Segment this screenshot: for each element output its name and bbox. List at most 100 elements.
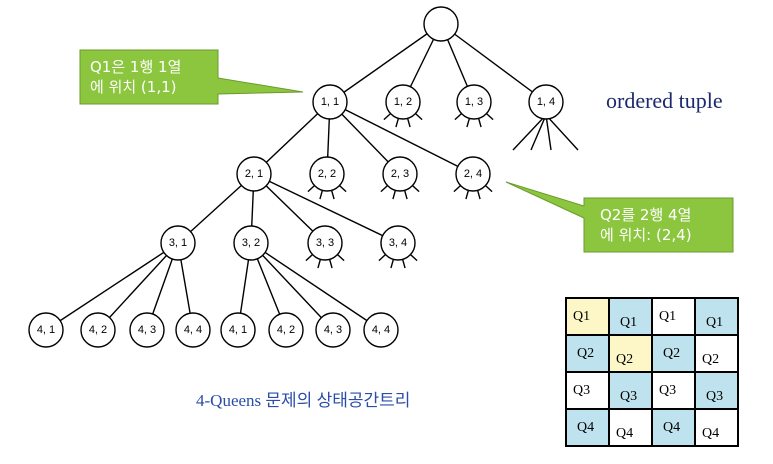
tree-edge bbox=[329, 101, 474, 175]
tree-node-level1: 1, 3 bbox=[456, 84, 492, 120]
tree-edge bbox=[476, 189, 481, 200]
board-cell-label: Q3 bbox=[620, 389, 638, 404]
tree-edge bbox=[466, 117, 471, 128]
tree-node-level1: 1, 4 bbox=[528, 84, 564, 120]
tree-edge bbox=[305, 253, 314, 262]
board-cell-label: Q1 bbox=[706, 315, 724, 330]
tree-node-level2: 2, 4 bbox=[455, 156, 491, 192]
tree-edge bbox=[336, 253, 345, 262]
callout-text: Q1은 1행 1열 bbox=[90, 58, 181, 76]
callout-shape bbox=[79, 49, 304, 105]
tree-edge bbox=[380, 184, 389, 193]
board-cell-label: Q1 bbox=[620, 315, 638, 330]
tree-node-level4: 4, 3 bbox=[315, 312, 351, 348]
tree-edge bbox=[253, 173, 399, 244]
node-circle bbox=[455, 156, 491, 192]
tree-node-level4: 4, 3 bbox=[129, 312, 165, 348]
tree-node-level2: 2, 2 bbox=[309, 156, 345, 192]
tree-edge bbox=[403, 189, 408, 200]
node-circle bbox=[528, 84, 564, 120]
figure-caption: 4-Queens 문제의 상태공간트리 bbox=[196, 391, 411, 410]
tree-edge bbox=[454, 112, 463, 121]
board-cell-label: Q3 bbox=[573, 383, 591, 398]
tree-edge bbox=[378, 253, 387, 262]
node-label: 4, 3 bbox=[138, 324, 156, 336]
callout-text: 에 위치 (1,1) bbox=[90, 78, 177, 96]
node-label: 4, 1 bbox=[37, 324, 55, 336]
board-cell: Q1 bbox=[651, 297, 696, 336]
node-label: 3, 1 bbox=[169, 237, 187, 249]
node-label: 4, 4 bbox=[372, 324, 390, 336]
board-cell-label: Q3 bbox=[659, 383, 677, 398]
node-circle bbox=[129, 312, 165, 348]
tree-node-level4: 4, 4 bbox=[363, 312, 399, 348]
callout-text: Q2를 2행 4열 bbox=[600, 206, 691, 224]
tree-edge bbox=[453, 184, 462, 193]
tree-node-level2: 2, 3 bbox=[382, 156, 418, 192]
tree-node-level3: 3, 2 bbox=[233, 225, 269, 261]
node-label: 4, 3 bbox=[324, 324, 342, 336]
node-circle bbox=[236, 156, 272, 192]
tree-node-level4: 4, 2 bbox=[80, 312, 116, 348]
board-cell: Q4 bbox=[608, 408, 653, 447]
tree-edge bbox=[406, 117, 411, 128]
node-label: 3, 4 bbox=[389, 237, 407, 249]
callout-text: 에 위치: (2,4) bbox=[600, 226, 692, 244]
tree-node-level2: 2, 1 bbox=[236, 156, 272, 192]
node-circle bbox=[363, 312, 399, 348]
tree-edge bbox=[440, 23, 547, 103]
board-cell-label: Q1 bbox=[573, 309, 591, 324]
tree-edge bbox=[329, 23, 442, 103]
node-circle bbox=[380, 225, 416, 261]
node-label: 1, 2 bbox=[394, 96, 412, 108]
tree-edge bbox=[317, 258, 322, 269]
board-cell: Q2 bbox=[651, 334, 696, 373]
board-cell-label: Q2 bbox=[702, 352, 720, 367]
tree-edge bbox=[383, 112, 392, 121]
node-circle bbox=[268, 312, 304, 348]
tree-edge bbox=[545, 114, 552, 151]
node-label: 1, 4 bbox=[537, 96, 555, 108]
node-label: 2, 2 bbox=[318, 168, 336, 180]
node-circle bbox=[307, 225, 343, 261]
tree-edge bbox=[338, 184, 347, 193]
board-cell-label: Q2 bbox=[577, 346, 595, 361]
board-cell: Q2 bbox=[565, 334, 610, 373]
node-label: 1, 3 bbox=[465, 96, 483, 108]
node-label: 3, 2 bbox=[242, 237, 260, 249]
board-cell: Q3 bbox=[651, 371, 696, 410]
node-label: 4, 2 bbox=[277, 324, 295, 336]
board-cell-label: Q4 bbox=[663, 420, 681, 435]
node-circle bbox=[312, 84, 348, 120]
tree-edge bbox=[414, 112, 423, 121]
node-label: 2, 1 bbox=[245, 168, 263, 180]
nodes: 1, 1 1, 2 1, 3 1, 4 2, 1 2, 2 2, 3 2, 4 3, 1 3, 2… bbox=[28, 6, 564, 348]
node-label: 4, 2 bbox=[89, 324, 107, 336]
tree-edge bbox=[390, 258, 395, 269]
node-circle bbox=[456, 84, 492, 120]
tree-edge bbox=[530, 114, 547, 151]
tree-edge bbox=[250, 242, 334, 331]
node-circle bbox=[220, 312, 256, 348]
tree-node-level4: 4, 2 bbox=[268, 312, 304, 348]
node-label: 4, 4 bbox=[184, 324, 202, 336]
tree-node-level3: 3, 3 bbox=[307, 225, 343, 261]
root-node bbox=[423, 6, 459, 42]
board-cell: Q3 bbox=[608, 371, 653, 410]
board-cell: Q3 bbox=[565, 371, 610, 410]
tree-edge bbox=[392, 189, 397, 200]
node-circle bbox=[175, 312, 211, 348]
callout-q2: Q2를 2행 4열에 위치: (2,4) bbox=[505, 181, 734, 253]
tree-edge bbox=[45, 242, 179, 331]
tree-edge bbox=[401, 258, 406, 269]
tree-node-level1: 1, 1 bbox=[312, 84, 348, 120]
board-cell-label: Q4 bbox=[616, 426, 634, 441]
board-cell: Q4 bbox=[565, 408, 610, 447]
board-cell-label: Q1 bbox=[659, 309, 677, 324]
tree-edge bbox=[411, 184, 420, 193]
